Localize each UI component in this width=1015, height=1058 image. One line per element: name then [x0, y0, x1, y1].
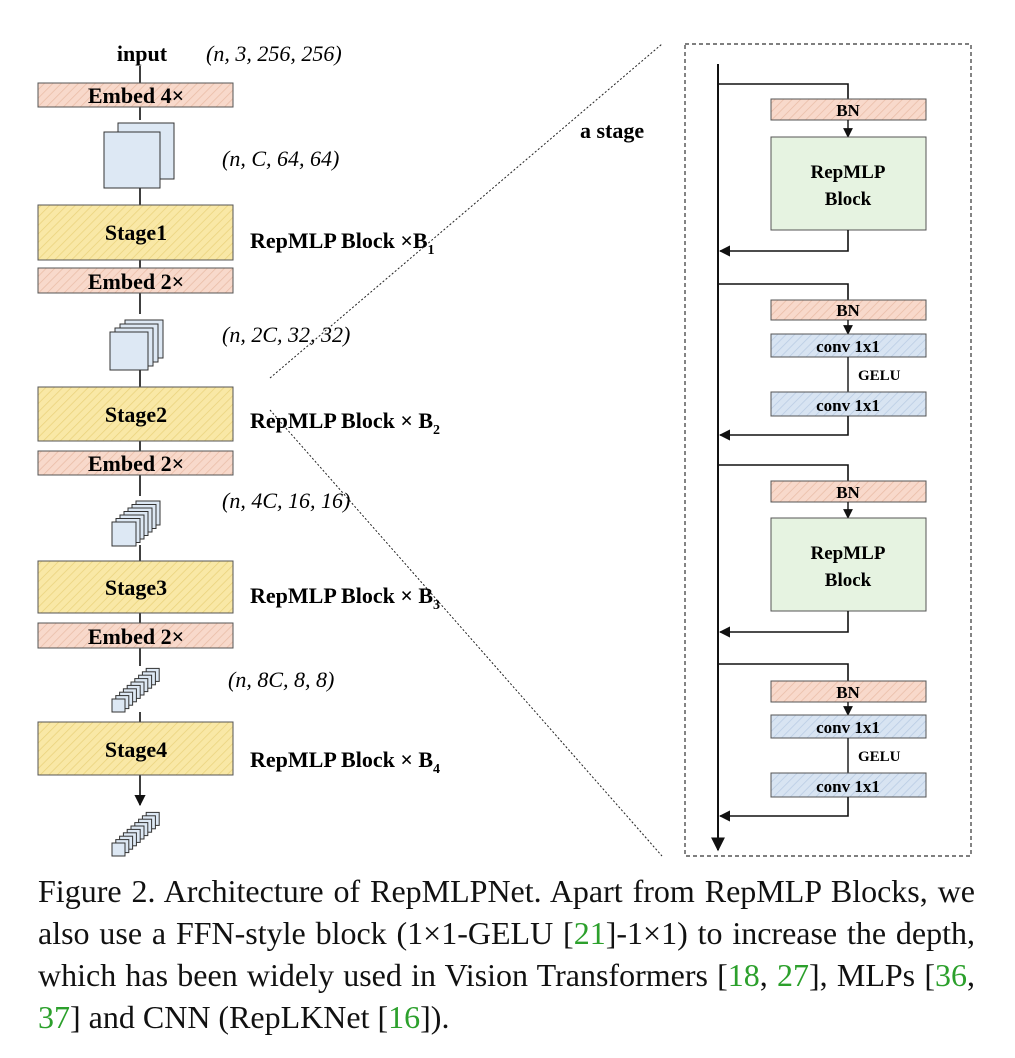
repmlp-block: [770, 136, 927, 231]
bn-label: BN: [836, 483, 860, 502]
figure-caption: Figure 2. Architecture of RepMLPNet. Apa…: [38, 873, 976, 1035]
conv-label: conv 1x1: [816, 337, 880, 356]
embed-label: Embed 2×: [88, 624, 184, 649]
stage-box: Stage4: [37, 721, 234, 776]
shape-label: (n, C, 64, 64): [222, 146, 339, 171]
feature-map-square: [111, 698, 126, 713]
repmlp-label: RepMLP: [811, 543, 886, 564]
stage-box: Stage3: [37, 560, 234, 614]
conv-label: conv 1x1: [816, 718, 880, 737]
gelu-label: GELU: [858, 368, 901, 384]
shape-label: (n, 8C, 8, 8): [228, 667, 334, 692]
stage-label: Stage3: [105, 575, 167, 600]
stage-box: Stage2: [37, 386, 234, 442]
feature-map-square: [109, 331, 149, 371]
shape-label: (n, 4C, 16, 16): [222, 488, 350, 513]
pipeline: input (n, 3, 256, 256) (n, C, 64, 64) (n…: [37, 41, 440, 857]
feature-maps: [103, 122, 175, 857]
feature-map-square: [103, 131, 161, 189]
embed-box: Embed 2×: [37, 622, 234, 649]
block-label: RepMLP Block × B4: [250, 747, 440, 777]
citation-link[interactable]: 16: [388, 999, 421, 1035]
embed-box: Embed 2×: [37, 450, 234, 476]
block-label: RepMLP Block ×B1: [250, 228, 435, 258]
bn-label: BN: [836, 301, 860, 320]
feature-map-square: [111, 521, 137, 547]
block-label: RepMLP Block × B3: [250, 583, 440, 613]
zoom-line: [269, 43, 663, 379]
stage-box: Stage1: [37, 204, 234, 261]
zoom-line: [269, 409, 663, 857]
architecture-diagram: input (n, 3, 256, 256) (n, C, 64, 64) (n…: [37, 41, 972, 857]
embed-box: Embed 4×: [37, 82, 234, 108]
repmlp-label: RepMLP: [811, 162, 886, 183]
stage-detail-title: a stage: [580, 118, 644, 143]
conv-label: conv 1x1: [816, 777, 880, 796]
bn-label: BN: [836, 101, 860, 120]
citation-link[interactable]: 37: [38, 999, 70, 1035]
stage-label: Stage1: [105, 220, 167, 245]
stage-label: Stage4: [105, 737, 167, 762]
shape-label: (n, 3, 256, 256): [206, 41, 342, 66]
gelu-label: GELU: [858, 749, 901, 765]
embed-label: Embed 2×: [88, 451, 184, 476]
repmlp-label: Block: [825, 570, 872, 591]
repmlp-block: [770, 517, 927, 612]
citation-link[interactable]: 18: [727, 957, 760, 993]
bn-label: BN: [836, 683, 860, 702]
shape-label: (n, 2C, 32, 32): [222, 322, 350, 347]
repmlp-label: Block: [825, 189, 872, 210]
citation-link[interactable]: 21: [573, 915, 606, 951]
citation-link[interactable]: 27: [777, 957, 810, 993]
citation-link[interactable]: 36: [935, 957, 968, 993]
stage-detail: BN RepMLP Block BN conv 1x1 GELU conv 1x…: [684, 43, 972, 857]
block-label: RepMLP Block × B2: [250, 408, 440, 438]
stage-label: Stage2: [105, 402, 167, 427]
conv-label: conv 1x1: [816, 396, 880, 415]
input-label: input: [117, 41, 168, 66]
feature-map-square: [111, 842, 126, 857]
embed-box: Embed 2×: [37, 267, 234, 294]
embed-label: Embed 2×: [88, 269, 184, 294]
embed-label: Embed 4×: [88, 83, 184, 108]
